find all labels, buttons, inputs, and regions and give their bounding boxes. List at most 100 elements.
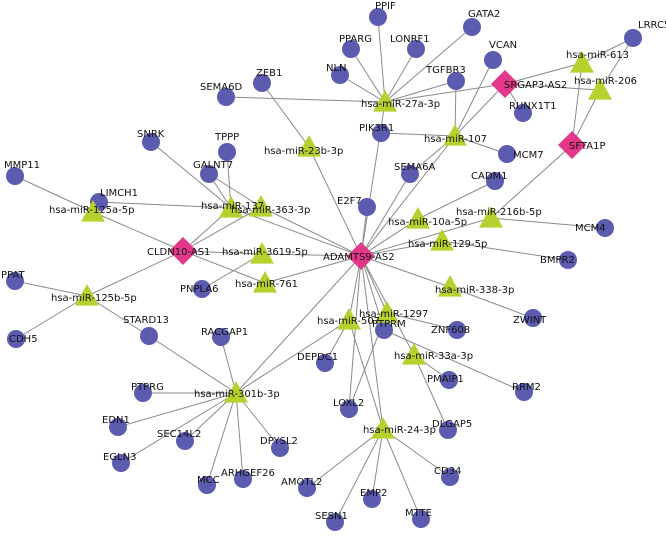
- edge-mir24-sesn1: [334, 428, 384, 523]
- node-znf608[interactable]: [448, 321, 466, 339]
- node-zwint[interactable]: [524, 309, 542, 327]
- node-hsa-mir-23b-3p[interactable]: [297, 135, 321, 157]
- label-emp2: EMP2: [360, 488, 387, 499]
- node-mtte[interactable]: [412, 510, 430, 528]
- node-hsa-mir-107[interactable]: [443, 124, 467, 146]
- label-mcm7: MCM7: [513, 150, 544, 161]
- node-nln[interactable]: [331, 66, 349, 84]
- node-hsa-mir-137[interactable]: [219, 196, 243, 218]
- node-pik3r1[interactable]: [372, 124, 390, 142]
- node-hsa-mir-3619-5p[interactable]: [250, 242, 274, 264]
- node-hsa-mir-216b-5p[interactable]: [479, 206, 503, 228]
- node-runx1t1[interactable]: [514, 104, 532, 122]
- node-arhgef26[interactable]: [234, 470, 252, 488]
- node-lonrf1[interactable]: [407, 40, 425, 58]
- node-sfta1p[interactable]: [558, 131, 586, 159]
- node-hsa-mir-125a-5p[interactable]: [81, 200, 105, 222]
- node-cdh5[interactable]: [7, 330, 25, 348]
- label-zeb1: ZEB1: [256, 68, 282, 79]
- node-vcan[interactable]: [484, 51, 502, 69]
- edge-mmp11-mir125a: [14, 175, 94, 213]
- node-emp2[interactable]: [363, 490, 381, 508]
- node-hsa-mir-27a-3p[interactable]: [373, 90, 397, 112]
- edge-mir761-adamts9: [264, 255, 362, 284]
- node-hsa-mir-363-3p[interactable]: [249, 195, 273, 217]
- node-hsa-mir-613[interactable]: [570, 51, 594, 73]
- node-pparg[interactable]: [342, 40, 360, 58]
- node-loxl2[interactable]: [340, 400, 358, 418]
- node-mcc[interactable]: [198, 476, 216, 494]
- label-hsa-mir-3619-5p: hsa-miR-3619-5p: [222, 247, 308, 258]
- edge-gata2-mir27a: [384, 26, 473, 103]
- label-hsa-mir-1297: hsa-miR-1297: [359, 309, 428, 320]
- label-hsa-mir-206: hsa-miR-206: [574, 76, 637, 87]
- label-pparg: PPARG: [339, 34, 372, 45]
- node-srgap3-as2[interactable]: [491, 70, 519, 98]
- node-depdc1[interactable]: [316, 354, 334, 372]
- node-hsa-mir-125b-5p[interactable]: [75, 284, 99, 306]
- edge-mir24-cd34: [382, 428, 451, 478]
- node-stard13[interactable]: [140, 327, 158, 345]
- node-amotl2[interactable]: [298, 479, 316, 497]
- node-sec14l2[interactable]: [176, 432, 194, 450]
- node-hsa-mir-761[interactable]: [253, 271, 277, 293]
- label-dlgap5: DLGAP5: [432, 419, 472, 430]
- node-edn1[interactable]: [109, 418, 127, 436]
- node-mmp11[interactable]: [6, 167, 24, 185]
- node-ppif[interactable]: [369, 8, 387, 26]
- node-hsa-mir-129-5p[interactable]: [430, 229, 454, 251]
- label-hsa-mir-125a-5p: hsa-miR-125a-5p: [49, 205, 135, 216]
- node-cldn10-as1[interactable]: [169, 237, 197, 265]
- node-tgfbr3[interactable]: [447, 72, 465, 90]
- labels-layer: PPIFGATA2PPARGLONRF1LRRC59VCANTGFBR3NLNZ…: [1, 1, 666, 522]
- node-hsa-mir-24-3p[interactable]: [371, 417, 395, 439]
- node-gata2[interactable]: [463, 18, 481, 36]
- node-lrrc59[interactable]: [624, 29, 642, 47]
- node-cadm1[interactable]: [486, 172, 504, 190]
- node-mcm4[interactable]: [596, 219, 614, 237]
- node-mcm7[interactable]: [498, 145, 516, 163]
- node-racgap1[interactable]: [212, 328, 230, 346]
- node-ptprg[interactable]: [134, 384, 152, 402]
- node-adamts9-as2[interactable]: [347, 242, 375, 270]
- label-amotl2: AMOTL2: [281, 477, 322, 488]
- node-tppp[interactable]: [218, 143, 236, 161]
- edge-mir27a-srgap3: [384, 83, 506, 103]
- node-rrm2[interactable]: [515, 383, 533, 401]
- node-pmaip1[interactable]: [440, 371, 458, 389]
- edge-mir301b-adamts9: [235, 255, 362, 394]
- node-snrk[interactable]: [142, 133, 160, 151]
- edge-mir363-cldn10: [182, 206, 262, 252]
- node-hsa-mir-507[interactable]: [337, 308, 361, 330]
- label-sema6a: SEMA6A: [394, 162, 435, 173]
- label-loxl2: LOXL2: [333, 398, 364, 409]
- label-hsa-mir-33a-3p: hsa-miR-33a-3p: [394, 351, 473, 362]
- node-sema6d[interactable]: [217, 88, 235, 106]
- node-cd34[interactable]: [441, 468, 459, 486]
- edge-mir338-adamts9: [360, 255, 451, 288]
- label-sfta1p: SFTA1P: [569, 141, 606, 152]
- edge-mir107-srgap3: [454, 83, 506, 137]
- node-hsa-mir-10a-5p[interactable]: [406, 207, 430, 229]
- node-hsa-mir-206[interactable]: [588, 78, 612, 100]
- node-pnpla6[interactable]: [193, 280, 211, 298]
- node-sema6a[interactable]: [401, 165, 419, 183]
- node-sesn1[interactable]: [326, 513, 344, 531]
- node-egln3[interactable]: [112, 454, 130, 472]
- node-hsa-mir-338-3p[interactable]: [438, 275, 462, 297]
- node-ppat[interactable]: [6, 272, 24, 290]
- node-hsa-mir-301b-3p[interactable]: [224, 381, 248, 403]
- node-ptprm[interactable]: [375, 321, 393, 339]
- node-dpysl2[interactable]: [271, 439, 289, 457]
- node-bmpr2[interactable]: [559, 251, 577, 269]
- label-pmaip1: PMAIP1: [427, 374, 464, 385]
- node-e2f7[interactable]: [358, 198, 376, 216]
- node-dlgap5[interactable]: [439, 421, 457, 439]
- node-hsa-mir-33a-3p[interactable]: [402, 343, 426, 365]
- label-racgap1: RACGAP1: [201, 327, 248, 338]
- label-hsa-mir-125b-5p: hsa-miR-125b-5p: [51, 293, 137, 304]
- node-zeb1[interactable]: [253, 74, 271, 92]
- node-galnt7[interactable]: [200, 165, 218, 183]
- label-hsa-mir-761: hsa-miR-761: [235, 279, 298, 290]
- node-hsa-mir-1297[interactable]: [375, 301, 399, 323]
